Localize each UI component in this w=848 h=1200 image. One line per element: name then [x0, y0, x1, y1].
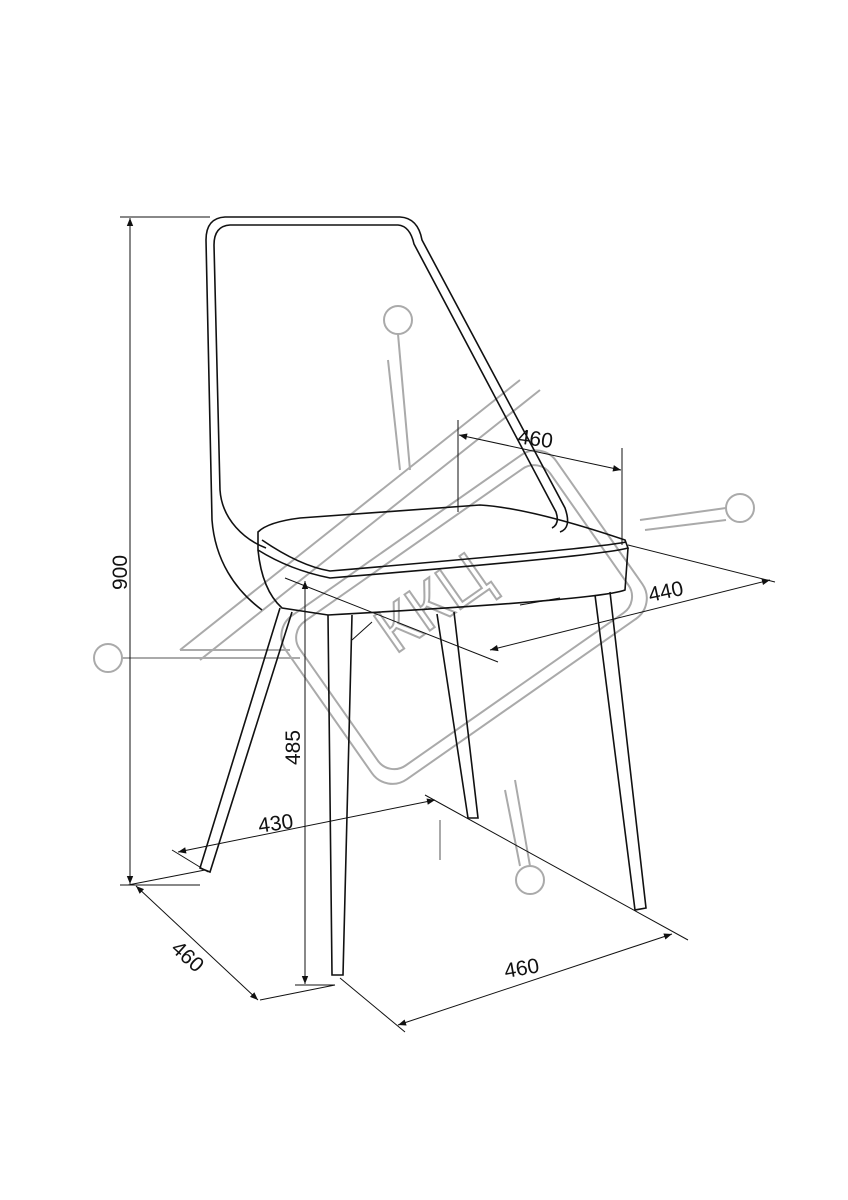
leg-back: [436, 611, 479, 819]
dim-seat-width: 460: [516, 425, 554, 453]
leg-right: [594, 591, 647, 911]
dim-total-height: 900: [109, 555, 132, 590]
dimension-lines: [120, 216, 776, 1033]
dim-base-width: 460: [503, 954, 542, 983]
backrest-outer: [205, 216, 569, 611]
backrest-inner: [213, 224, 559, 549]
leg-front: [327, 614, 353, 976]
dim-leg-span: 430: [257, 810, 295, 838]
dim-seat-height: 485: [282, 730, 305, 765]
seat-piping: [261, 539, 627, 572]
dim-base-depth: 460: [167, 937, 208, 978]
seat-top: [257, 504, 630, 579]
